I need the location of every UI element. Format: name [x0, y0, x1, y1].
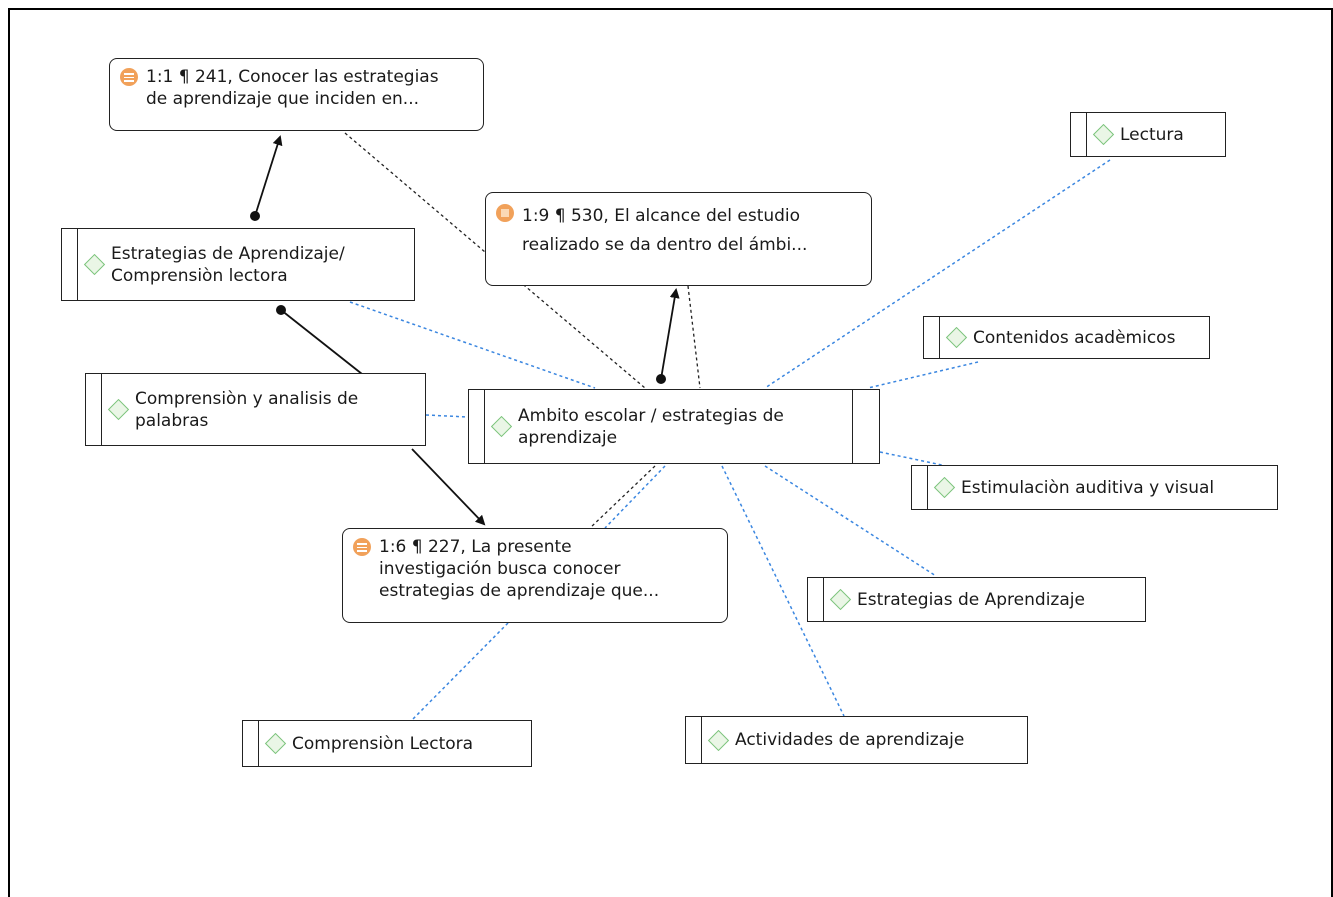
quotation-label: 1:9 ¶ 530, El alcance del estudio realiz… — [522, 206, 808, 255]
link-dot — [656, 374, 666, 384]
code-label: Comprensiòn Lectora — [292, 733, 474, 754]
code-label: Comprensiòn y analisis de palabras — [135, 388, 359, 431]
code-label: Lectura — [1120, 124, 1184, 145]
code-comprension-lectora[interactable]: Comprensiòn Lectora — [242, 720, 532, 767]
link-q9-ambito — [687, 285, 701, 389]
link-estrategias-comp — [349, 301, 596, 389]
arrow-ambito-to-q9 — [660, 288, 680, 380]
link-q6-ambito — [604, 465, 666, 529]
code-diamond-icon — [707, 729, 730, 751]
code-label: Actividades de aprendizaje — [735, 730, 965, 750]
link-actividades — [721, 465, 845, 717]
code-label: Estimulaciòn auditiva y visual — [961, 477, 1215, 498]
link-dot — [276, 305, 286, 315]
network-canvas — [8, 8, 1333, 897]
link-q6-ambito-black — [589, 465, 656, 529]
code-diamond-icon — [829, 588, 852, 611]
link-contenidos — [867, 361, 979, 389]
code-estrategias-comprension[interactable]: Estrategias de Aprendizaje/ Comprensiòn … — [61, 228, 415, 301]
code-estimulacion[interactable]: Estimulaciòn auditiva y visual — [911, 465, 1278, 510]
arrow-estrategias-to-q1 — [254, 135, 283, 217]
code-lectura[interactable]: Lectura — [1070, 112, 1226, 157]
code-label: Contenidos acadèmicos — [973, 327, 1176, 348]
code-diamond-icon — [933, 476, 956, 499]
link-lectura — [764, 159, 1111, 389]
link-estimulacion — [879, 451, 943, 466]
code-estrategias-aprendizaje[interactable]: Estrategias de Aprendizaje — [807, 577, 1146, 622]
arrow-comprension-to-q6 — [411, 448, 486, 526]
link-dot — [250, 211, 260, 221]
quotation-1-1[interactable]: 1:1 ¶ 241, Conocer las estrategias de ap… — [109, 58, 484, 131]
code-diamond-icon — [1092, 123, 1115, 146]
code-comprension-analisis[interactable]: Comprensiòn y analisis de palabras — [85, 373, 426, 446]
quotation-1-9[interactable]: 1:9 ¶ 530, El alcance del estudio realiz… — [485, 192, 872, 286]
quotation-label: 1:6 ¶ 227, La presente investigación bus… — [379, 537, 660, 601]
code-diamond-icon — [83, 253, 106, 276]
code-diamond-icon — [107, 398, 130, 421]
quotation-label: 1:1 ¶ 241, Conocer las estrategias de ap… — [146, 67, 439, 109]
quotation-1-6[interactable]: 1:6 ¶ 227, La presente investigación bus… — [342, 528, 728, 623]
code-ambito-escolar[interactable]: Ambito escolar / estrategias de aprendiz… — [468, 389, 880, 464]
link-comprension-lectora — [411, 622, 509, 721]
code-label: Estrategias de Aprendizaje/ Comprensiòn … — [111, 243, 345, 286]
code-label: Estrategias de Aprendizaje — [857, 589, 1085, 610]
code-actividades[interactable]: Actividades de aprendizaje — [685, 716, 1028, 764]
code-contenidos[interactable]: Contenidos acadèmicos — [923, 316, 1210, 359]
quotation-text-icon — [120, 68, 138, 86]
quotation-doc-icon — [496, 204, 514, 222]
quotation-text-icon — [353, 538, 371, 556]
code-diamond-icon — [490, 415, 513, 438]
code-label: Ambito escolar / estrategias de aprendiz… — [518, 405, 784, 448]
link-estrategias — [764, 465, 937, 577]
link-comprension-analisis — [425, 414, 469, 418]
code-diamond-icon — [264, 732, 287, 755]
code-diamond-icon — [945, 326, 968, 349]
arrow-estrategias-to-comprension — [280, 309, 363, 375]
